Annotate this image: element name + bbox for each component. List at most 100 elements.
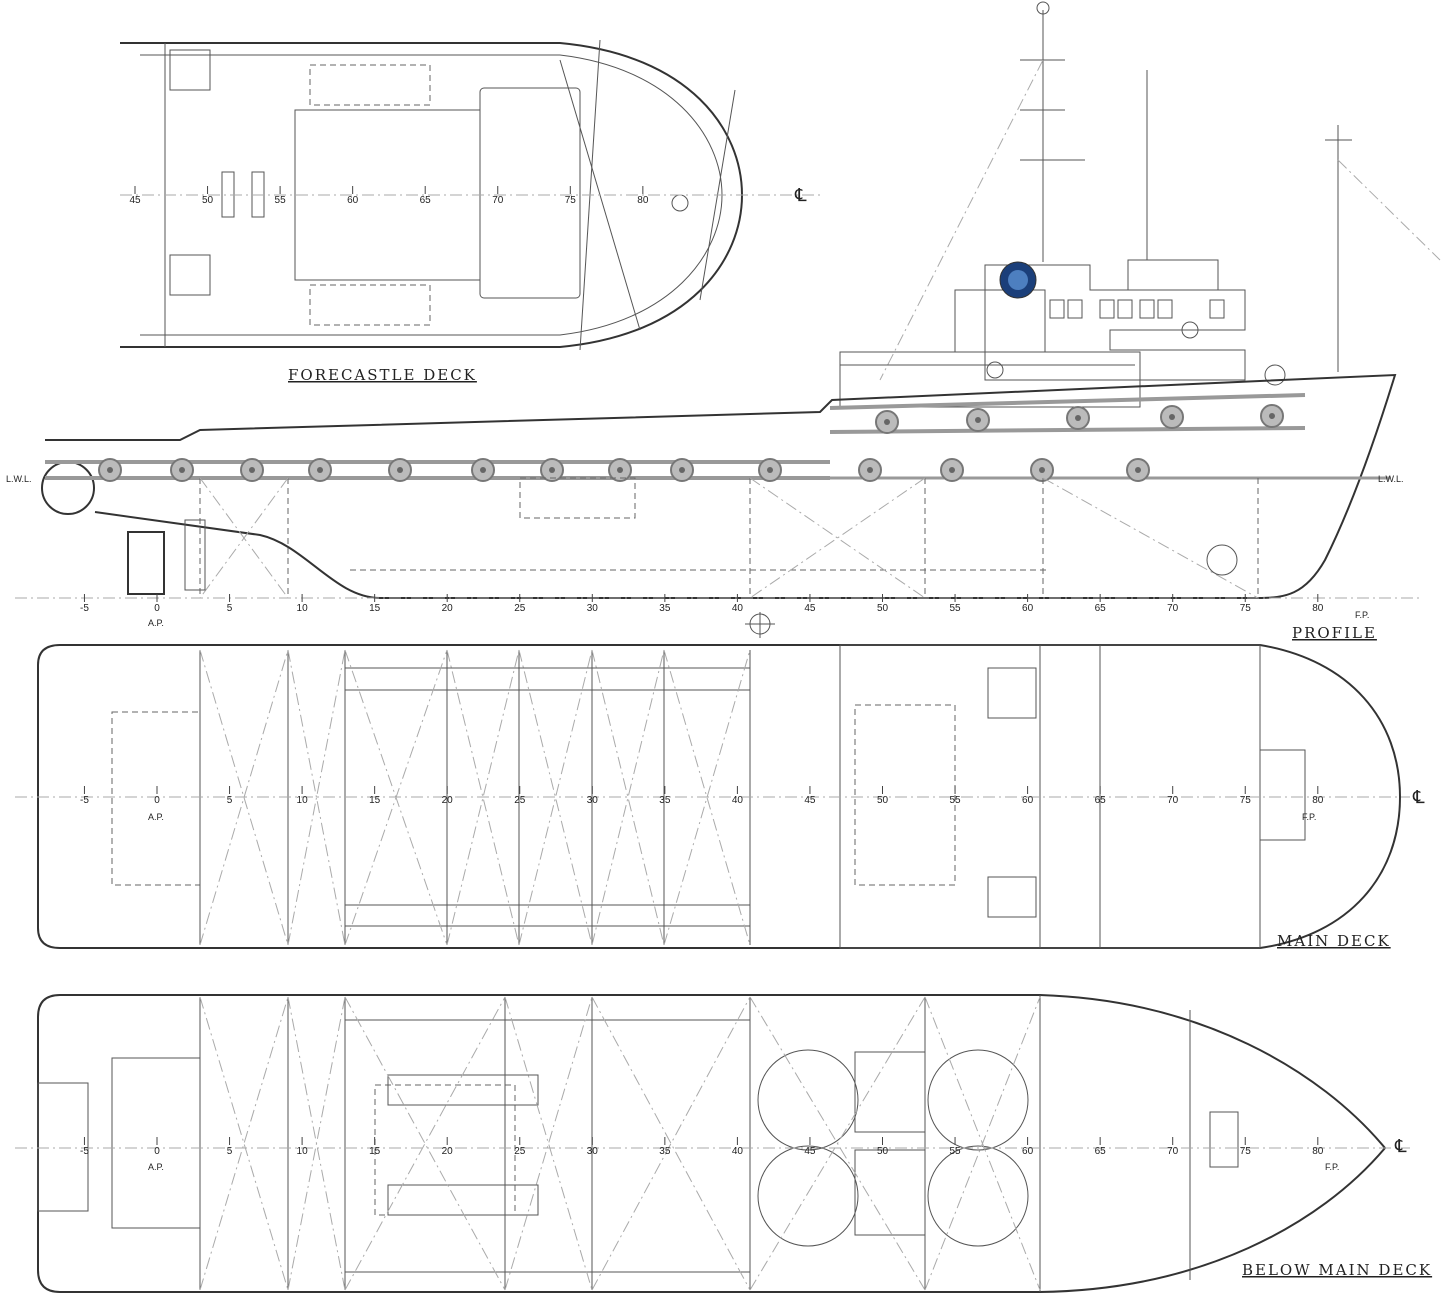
frame-number: 55 xyxy=(949,603,961,614)
frame-number: 30 xyxy=(587,1146,599,1157)
frame-number: 70 xyxy=(1167,1146,1179,1157)
wheelhouse-wing xyxy=(954,289,1046,353)
frame-number: 20 xyxy=(442,795,454,806)
frame-number: 75 xyxy=(565,195,577,206)
profile-title: PROFILE xyxy=(1292,624,1377,642)
fp-label-main: F.P. xyxy=(1302,812,1316,822)
main-engine xyxy=(387,1184,539,1216)
forecastle-deck-title: FORECASTLE DECK xyxy=(288,366,477,384)
lwl-label-fwd: L.W.L. xyxy=(1378,474,1404,484)
frame-number: 70 xyxy=(492,195,504,206)
fender-tires xyxy=(98,404,1284,482)
frame-number: 10 xyxy=(297,1146,309,1157)
frame-number: 75 xyxy=(1240,1146,1252,1157)
frame-number: 65 xyxy=(420,195,432,206)
frame-number: 55 xyxy=(949,795,961,806)
rudder xyxy=(127,531,165,595)
below-deck-hull-outline xyxy=(37,994,1387,1293)
frame-number: 65 xyxy=(1095,795,1107,806)
lwl-label-aft: L.W.L. xyxy=(6,474,32,484)
frame-number: 45 xyxy=(804,795,816,806)
frame-number: 75 xyxy=(1240,603,1252,614)
tank xyxy=(927,1145,1029,1247)
frame-number: 40 xyxy=(732,603,744,614)
centerline-symbol: ℄ xyxy=(794,185,807,206)
main-engine xyxy=(387,1074,539,1106)
profile-view: L.W.L. L.W.L. -5 0 5 10 15 20 25 30 35 40 45 50 55 60… xyxy=(6,1,1441,642)
frame-number: 75 xyxy=(1240,795,1252,806)
frame-number: -5 xyxy=(80,603,89,614)
frame-number: 15 xyxy=(369,795,381,806)
frame-number: 0 xyxy=(154,795,160,806)
frame-number: 0 xyxy=(154,603,160,614)
frame-number: -5 xyxy=(80,795,89,806)
frame-number: 45 xyxy=(129,195,141,206)
frame-number: 50 xyxy=(202,195,214,206)
tank xyxy=(757,1145,859,1247)
below-main-deck-title: BELOW MAIN DECK xyxy=(1242,1261,1432,1279)
frame-number: 65 xyxy=(1095,1146,1107,1157)
main-deck-frame-ticks: -5 0 5 10 15 20 25 30 35 40 45 50 55 60 65 70 75 80 xyxy=(80,786,1324,806)
frame-number: 40 xyxy=(732,1146,744,1157)
frame-number: 30 xyxy=(587,603,599,614)
ap-label-main: A.P. xyxy=(148,812,164,822)
frame-number: 5 xyxy=(227,1146,233,1157)
frame-number: 35 xyxy=(659,603,671,614)
frame-number: 80 xyxy=(1312,603,1324,614)
frame-number: 25 xyxy=(514,603,526,614)
frame-number: 15 xyxy=(369,603,381,614)
stern-roller xyxy=(41,461,95,515)
bow-thruster xyxy=(1206,544,1238,576)
centerline-symbol: ℄ xyxy=(1412,787,1425,808)
below-deck-frame-lines xyxy=(199,996,1041,1291)
frame-number: 25 xyxy=(514,1146,526,1157)
frame-number: 45 xyxy=(804,1146,816,1157)
tank xyxy=(927,1049,1029,1151)
frame-number: 5 xyxy=(227,795,233,806)
bridge-windows xyxy=(1049,299,1225,319)
frame-number: 30 xyxy=(587,795,599,806)
frame-number: 50 xyxy=(877,603,889,614)
frame-number: 5 xyxy=(227,603,233,614)
frame-number: 50 xyxy=(877,795,889,806)
frame-number: -5 xyxy=(80,1146,89,1157)
ap-label-profile: A.P. xyxy=(148,618,164,628)
frame-number: 35 xyxy=(659,795,671,806)
frame-number: 80 xyxy=(1312,795,1324,806)
main-deck-title: MAIN DECK xyxy=(1277,932,1391,950)
frame-number: 35 xyxy=(659,1146,671,1157)
frame-number: 20 xyxy=(442,603,454,614)
frame-number: 60 xyxy=(1022,603,1034,614)
frame-number: 0 xyxy=(154,1146,160,1157)
frame-number: 65 xyxy=(1095,603,1107,614)
profile-hull-outline xyxy=(45,373,1397,599)
frame-number: 80 xyxy=(1312,1146,1324,1157)
frame-number: 70 xyxy=(1167,603,1179,614)
frame-number: 55 xyxy=(949,1146,961,1157)
centerline-symbol: ℄ xyxy=(1394,1136,1407,1157)
frame-number: 40 xyxy=(732,795,744,806)
frame-number: 15 xyxy=(369,1146,381,1157)
frame-number: 60 xyxy=(1022,795,1034,806)
frame-number: 20 xyxy=(442,1146,454,1157)
frame-number: 70 xyxy=(1167,795,1179,806)
main-deck-hull-outline xyxy=(37,644,1402,949)
frame-number: 50 xyxy=(877,1146,889,1157)
bridge-deck xyxy=(984,264,1246,381)
frame-number: 10 xyxy=(297,603,309,614)
profile-frame-ticks: -5 0 5 10 15 20 25 30 35 40 45 50 55 60 65 70 75 80 xyxy=(80,594,1324,614)
tank xyxy=(757,1049,859,1151)
frame-number: 80 xyxy=(637,195,649,206)
fp-label-below: F.P. xyxy=(1325,1162,1339,1172)
ap-label-below: A.P. xyxy=(148,1162,164,1172)
frame-number: 10 xyxy=(297,795,309,806)
frame-number: 45 xyxy=(804,603,816,614)
frame-number: 25 xyxy=(514,795,526,806)
main-deck-plan: ℄ -5 0 5 10 15 20 25 30 35 40 45 50 55 60 65 70 75 80 A.P… xyxy=(15,644,1425,950)
frame-number: 60 xyxy=(347,195,359,206)
fp-label-profile: F.P. xyxy=(1355,610,1369,620)
